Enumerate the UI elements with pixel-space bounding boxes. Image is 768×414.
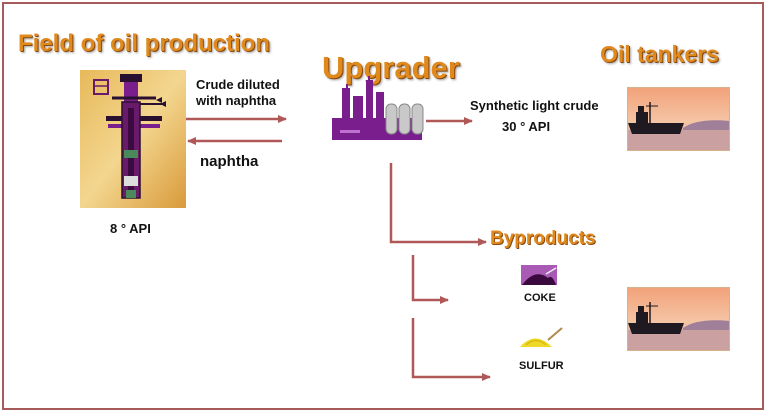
field-title: Field of oil production <box>18 30 270 57</box>
tankers-title: Oil tankers <box>600 41 719 67</box>
byproducts-title: Byproducts <box>490 228 596 249</box>
diagram-frame <box>2 2 764 410</box>
field-api-label: 8 ° API <box>110 221 151 236</box>
upgrader-title: Upgrader <box>322 50 460 85</box>
arrow-upgrader-to-byproducts <box>389 163 487 246</box>
crude-diluted-label: Crude diluted with naphtha <box>196 77 280 109</box>
synthetic-crude-label-1: Synthetic light crude <box>470 98 599 113</box>
sulfur-label: SULFUR <box>519 360 564 372</box>
oil-tanker-photo <box>627 87 730 151</box>
synthetic-crude-label-2: 30 ° API <box>502 119 551 134</box>
sulfur-pile-icon <box>520 327 563 347</box>
crude-diluted-line-2: with naphtha <box>196 93 277 108</box>
coke-pile-icon <box>521 265 557 285</box>
coke-label: COKE <box>524 292 556 304</box>
oil-tanker-photo-2 <box>627 287 730 351</box>
naphtha-label: naphtha <box>200 153 259 170</box>
arrow-to-sulfur <box>411 318 491 381</box>
arrow-to-coke <box>411 255 449 304</box>
crude-diluted-line-1: Crude diluted <box>196 77 280 92</box>
